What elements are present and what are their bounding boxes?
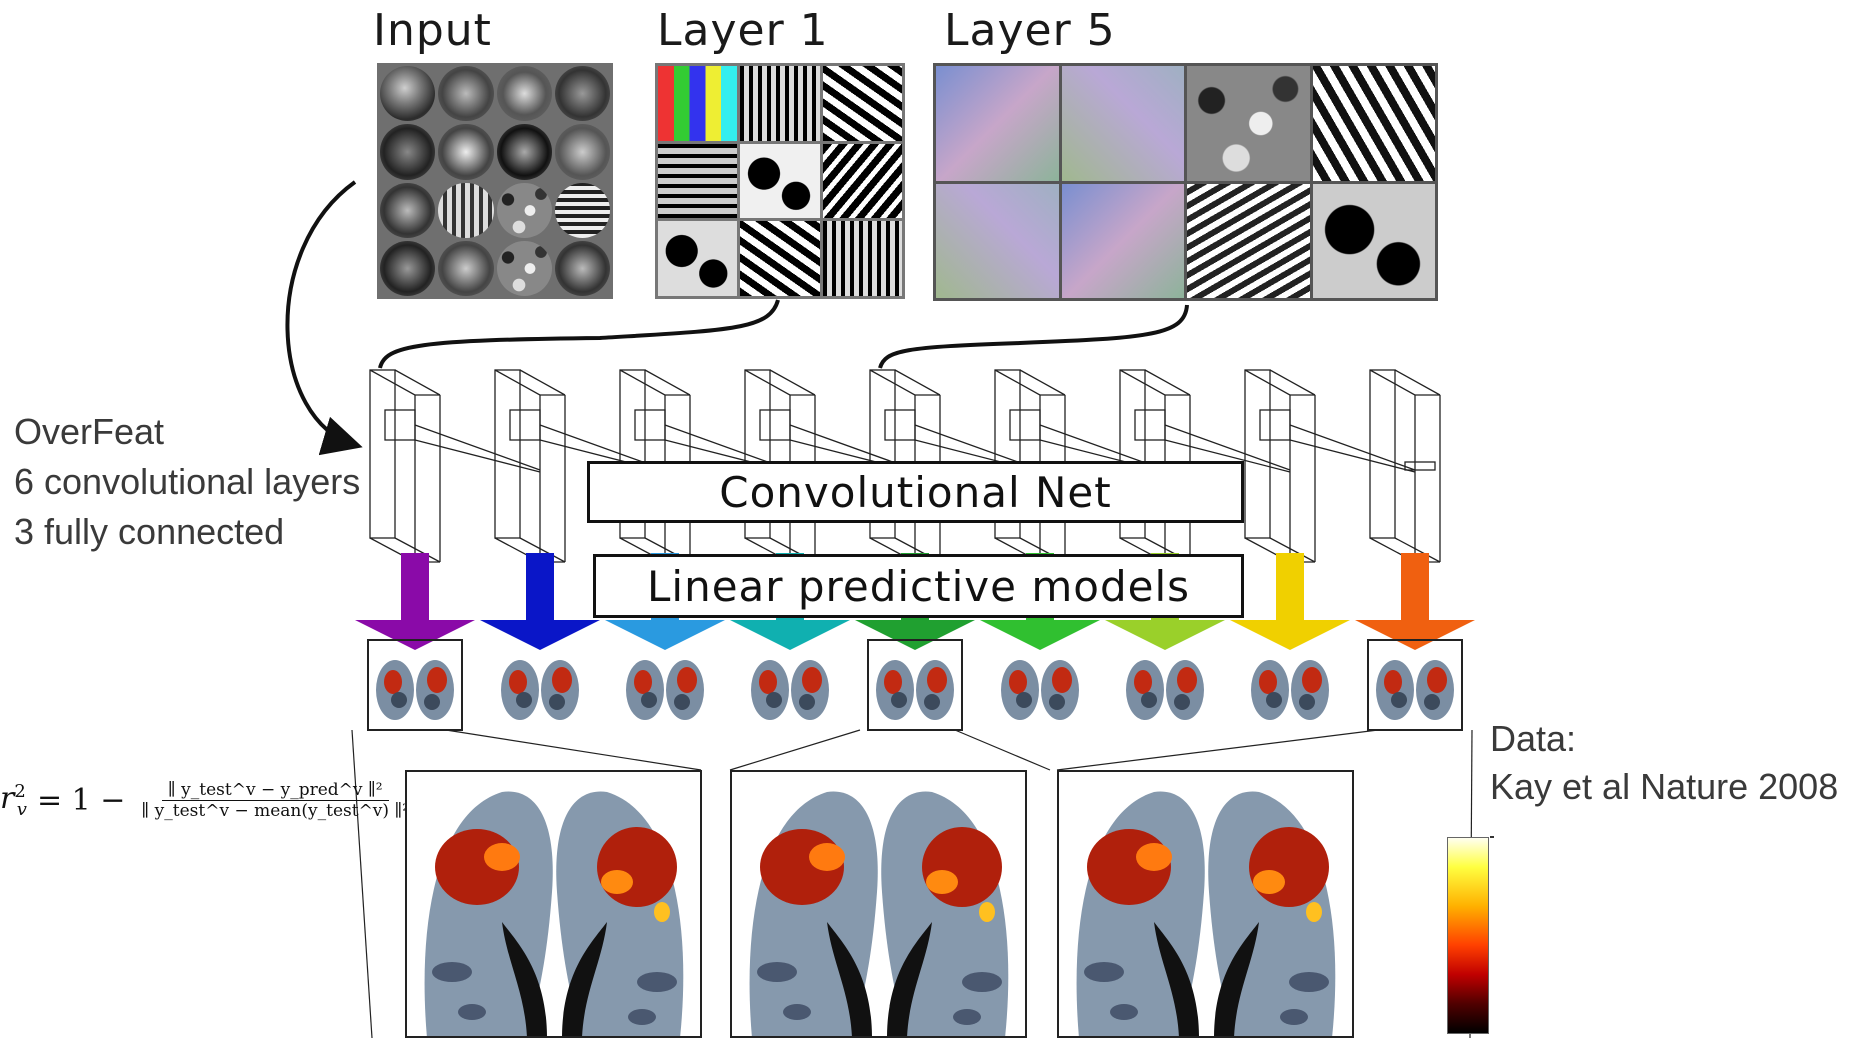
zoom-lines xyxy=(351,729,1473,1038)
layer1-feature-tile xyxy=(822,66,902,141)
layer1-feature-tile xyxy=(658,66,738,141)
input-image-tile xyxy=(554,124,610,180)
formula-lhs: r2v xyxy=(0,780,27,820)
prediction-arrow xyxy=(1230,553,1350,650)
brain-zoom-image xyxy=(749,791,1009,1036)
formula-fraction: ∥ y_test^v − y_pred^v ∥² ∥ y_test^v − me… xyxy=(135,780,415,821)
input-images-grid xyxy=(377,63,613,299)
brain-thumbnail xyxy=(751,660,829,720)
prediction-arrow xyxy=(355,553,475,650)
prediction-arrow xyxy=(480,553,600,650)
conv-layer-box xyxy=(1244,369,1416,564)
brain-thumbnail xyxy=(1001,660,1079,720)
brain-thumbnail xyxy=(626,660,704,720)
formula-eq: = 1 − xyxy=(36,782,126,818)
conv-layer-box xyxy=(1119,369,1291,564)
input-image-tile xyxy=(438,124,494,180)
input-image-tile xyxy=(380,182,436,238)
brain-thumbnail xyxy=(1367,639,1463,731)
convnet-label: Convolutional Net xyxy=(587,461,1244,523)
layer5-feature-tile xyxy=(936,183,1059,298)
layer5-feature-tile xyxy=(936,66,1059,181)
brain-thumbnail xyxy=(367,639,463,731)
input-image-tile xyxy=(496,66,552,122)
layer1-connector xyxy=(378,299,780,369)
data-source-line1: Data: xyxy=(1490,718,1577,759)
input-label: Input xyxy=(373,5,492,56)
input-image-tile xyxy=(380,66,436,122)
fc-layers-text: 3 fully connected xyxy=(14,511,285,552)
layer5-feature-tile xyxy=(1312,183,1435,298)
layer5-connector xyxy=(878,304,1189,369)
brain-zoom-image xyxy=(424,791,684,1036)
network-description: OverFeat 6 convolutional layers 3 fully … xyxy=(14,407,360,557)
layer1-features-grid xyxy=(655,63,905,299)
brain-zoom-panel xyxy=(1057,770,1354,1038)
layer5-feature-tile xyxy=(1061,66,1184,181)
layer1-feature-tile xyxy=(658,221,738,296)
conv-layer-box xyxy=(1369,369,1441,564)
input-image-tile xyxy=(438,240,494,296)
data-source: Data: Kay et al Nature 2008 xyxy=(1490,715,1838,811)
layer5-feature-tile xyxy=(1187,183,1310,298)
prediction-arrow xyxy=(1355,553,1475,650)
r2-formula: r2v = 1 − ∥ y_test^v − y_pred^v ∥² ∥ y_t… xyxy=(0,760,415,840)
input-image-tile xyxy=(438,182,494,238)
layer1-feature-tile xyxy=(740,143,820,219)
conv-layers xyxy=(369,369,1441,564)
input-connector xyxy=(285,180,363,456)
input-image-tile xyxy=(380,240,436,296)
brain-zoom-image xyxy=(1076,791,1336,1036)
input-image-tile xyxy=(554,240,610,296)
brain-thumbnail xyxy=(1251,660,1329,720)
brain-thumbnail xyxy=(867,639,963,731)
brain-thumbnail xyxy=(1126,660,1204,720)
network-name: OverFeat xyxy=(14,411,165,452)
layer5-feature-tile xyxy=(1061,183,1184,298)
zoom-box xyxy=(1367,639,1463,731)
data-source-line2: Kay et al Nature 2008 xyxy=(1490,766,1839,807)
input-image-tile xyxy=(496,182,552,238)
layer1-feature-tile xyxy=(658,143,738,219)
formula-denominator: ∥ y_test^v − mean(y_test^v) ∥² xyxy=(141,800,410,821)
brain-thumbnail xyxy=(501,660,579,720)
brain-zoom-panel xyxy=(405,770,702,1038)
layer5-feature-tile xyxy=(1312,66,1435,181)
layer1-feature-tile xyxy=(740,221,820,296)
layer1-feature-tile xyxy=(822,143,902,219)
layer1-feature-tile xyxy=(822,221,902,296)
conv-layers-text: 6 convolutional layers xyxy=(14,461,361,502)
input-image-tile xyxy=(554,66,610,122)
input-image-tile xyxy=(496,124,552,180)
linear-models-label: Linear predictive models xyxy=(593,554,1244,618)
input-image-tile xyxy=(438,66,494,122)
zoom-box xyxy=(367,639,463,731)
layer5-feature-tile xyxy=(1187,66,1310,181)
layer5-label: Layer 5 xyxy=(944,5,1116,56)
zoom-box xyxy=(867,639,963,731)
layer1-label: Layer 1 xyxy=(657,5,829,56)
layer1-feature-tile xyxy=(740,66,820,141)
input-image-tile xyxy=(380,124,436,180)
brain-row xyxy=(367,639,1463,731)
layer5-features-grid xyxy=(933,63,1438,301)
colorbar xyxy=(1447,837,1489,1034)
conv-layer-box xyxy=(369,369,541,564)
brain-zoom-panel xyxy=(730,770,1027,1038)
colorbar-tick xyxy=(1490,836,1494,838)
input-image-tile xyxy=(496,240,552,296)
input-image-tile xyxy=(554,182,610,238)
formula-numerator: ∥ y_test^v − y_pred^v ∥² xyxy=(161,780,389,801)
